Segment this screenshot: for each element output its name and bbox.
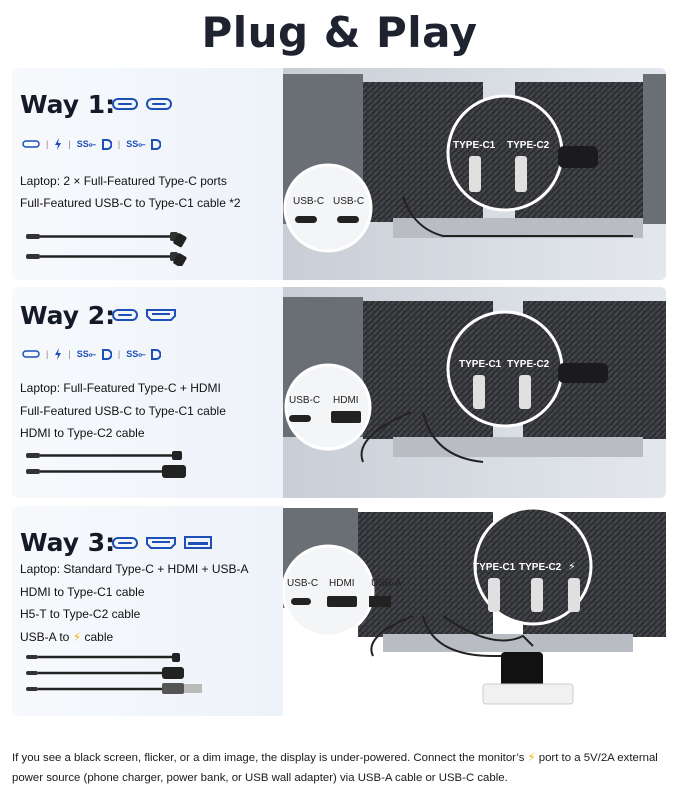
superspeed-usb-icon: SS⟜ xyxy=(126,348,146,359)
superspeed-usb-icon: SS⟜ xyxy=(126,138,146,149)
inset-label: USB-C xyxy=(293,196,324,207)
way-1-line-2: Full-Featured USB-C to Type-C1 cable *2 xyxy=(20,196,241,210)
hdmi-port-icon xyxy=(146,309,176,321)
lightning-bolt-icon: ⚡ xyxy=(72,630,82,644)
usb-a-port-icon xyxy=(184,536,212,549)
displayport-icon xyxy=(101,138,112,150)
way-1-port-icons xyxy=(112,98,172,110)
way-3-heading: Way 3: xyxy=(20,528,116,557)
inset-label: HDMI xyxy=(329,578,355,589)
usb-c-port-icon xyxy=(112,98,138,110)
way-1-line-1: Laptop: 2 × Full-Featured Type-C ports xyxy=(20,174,227,188)
power-footnote: If you see a black screen, flicker, or a… xyxy=(12,748,672,788)
page-title: Plug & Play xyxy=(201,8,478,57)
way-2-spec-logos: | | SS⟜ | SS⟜ xyxy=(22,348,162,360)
thunderbolt-icon xyxy=(55,138,62,150)
way-2-line-2: Full-Featured USB-C to Type-C1 cable xyxy=(20,404,226,418)
inset-label: USB-C xyxy=(287,578,318,589)
way-2-port-icons xyxy=(112,309,176,321)
hdmi-port-icon xyxy=(146,536,176,549)
way-3-port-icons xyxy=(112,536,212,549)
way-3-panel: Way 3: Laptop: Standard Type-C + HDMI + … xyxy=(12,506,666,716)
way-2-line-1: Laptop: Full-Featured Type-C + HDMI xyxy=(20,381,221,395)
thunderbolt-icon xyxy=(55,348,62,360)
way-2-product-photo: TYPE-C1 TYPE-C2 USB-C HDMI xyxy=(283,287,666,498)
way-3-line-3: H5-T to Type-C2 cable xyxy=(20,607,141,621)
lightning-bolt-icon: ⚡ xyxy=(568,561,576,573)
usb-c-port-icon xyxy=(146,98,172,110)
inset-label: TYPE-C2 xyxy=(507,140,550,151)
way-1-product-photo: TYPE-C1 TYPE-C2 USB-C USB-C xyxy=(283,68,666,280)
way-3-line-1: Laptop: Standard Type-C + HDMI + USB-A xyxy=(20,562,249,576)
usb-c-port-icon xyxy=(112,309,138,321)
way-3-line-2: HDMI to Type-C1 cable xyxy=(20,585,145,599)
ss-text: SS xyxy=(126,348,139,359)
usb-c-port-icon xyxy=(112,536,138,549)
way-2-heading: Way 2: xyxy=(20,301,116,330)
way-1-heading: Way 1: xyxy=(20,90,116,119)
displayport-icon xyxy=(101,348,112,360)
superspeed-usb-icon: SS⟜ xyxy=(76,138,96,149)
displayport-icon xyxy=(151,138,162,150)
way-3-cables-illustration xyxy=(26,653,202,694)
inset-label: USB-A xyxy=(371,578,402,589)
footnote-part-2: port to a 5V/2A external power source (p… xyxy=(12,752,658,784)
inset-label: HDMI xyxy=(333,395,359,406)
inset-label: TYPE-C2 xyxy=(519,562,562,573)
way-2-panel: Way 2: | | SS⟜ | SS⟜ Laptop: Full-Featur… xyxy=(12,287,666,498)
usb-c-port-icon xyxy=(22,350,40,358)
inset-label: TYPE-C1 xyxy=(473,562,516,573)
way-2-cables-illustration xyxy=(26,451,186,478)
inset-label: TYPE-C2 xyxy=(507,359,550,370)
ss-text: SS xyxy=(126,138,139,149)
inset-label: TYPE-C1 xyxy=(453,140,496,151)
footnote-part-1: If you see a black screen, flicker, or a… xyxy=(12,752,525,764)
inset-label: USB-C xyxy=(289,395,320,406)
way-2-line-3: HDMI to Type-C2 cable xyxy=(20,426,145,440)
superspeed-usb-icon: SS⟜ xyxy=(76,348,96,359)
inset-label: USB-C xyxy=(333,196,364,207)
cable-text: cable xyxy=(84,630,114,644)
way-1-cables-illustration xyxy=(26,232,187,266)
usb-a-to-text: USB-A to xyxy=(20,630,70,644)
ss-text: SS xyxy=(76,138,89,149)
inset-label: TYPE-C1 xyxy=(459,359,502,370)
usb-c-port-icon xyxy=(22,140,40,148)
way-1-spec-logos: | | SS⟜ | SS⟜ xyxy=(22,138,162,150)
lightning-bolt-icon: ⚡ xyxy=(527,752,536,764)
displayport-icon xyxy=(151,348,162,360)
way-3-product-photo: TYPE-C1 TYPE-C2 ⚡ USB-C HDMI USB-A xyxy=(283,506,666,716)
ss-text: SS xyxy=(76,348,89,359)
way-1-panel: Way 1: | | SS⟜ | SS⟜ Laptop: 2 × Full-Fe… xyxy=(12,68,666,280)
way-3-line-4: USB-A to ⚡ cable xyxy=(20,630,113,644)
